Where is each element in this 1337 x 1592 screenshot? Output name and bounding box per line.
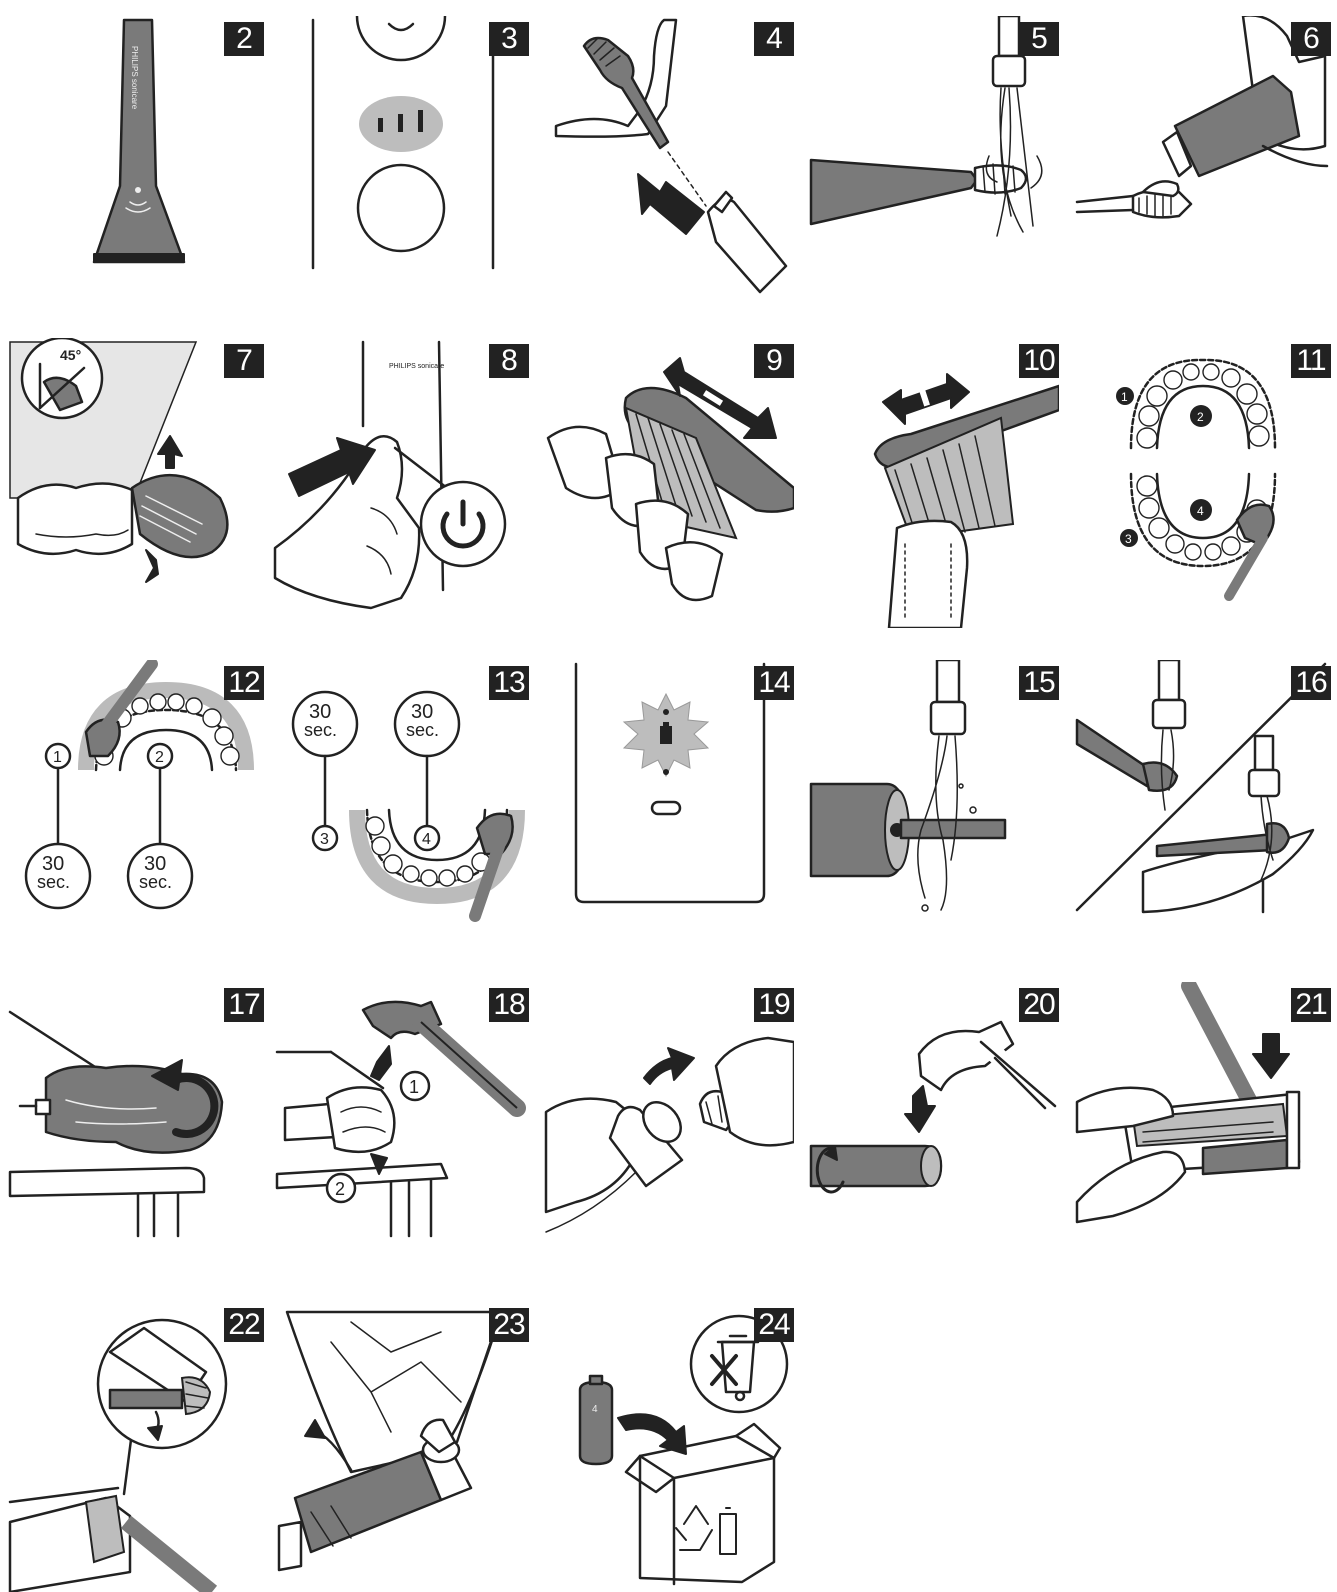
- timer-unit: sec.: [139, 872, 172, 892]
- zone-label: 3: [320, 831, 329, 848]
- brand-label: PHILIPS sonicare: [130, 46, 139, 110]
- step-panel-10: 10: [801, 338, 1059, 628]
- step-panel-12: 1 2 30 sec. 30 sec. 12: [6, 660, 264, 950]
- toothbrush-handle-icon: PHILIPS sonicare: [92, 18, 186, 264]
- zone-label: 1: [1121, 390, 1128, 404]
- step-panel-23: 23: [271, 1302, 529, 1592]
- recycle-battery-icon: 4: [578, 1314, 789, 1586]
- callout-label: 2: [335, 1179, 345, 1199]
- brush-head-attach-icon: [554, 18, 788, 294]
- step-panel-16: 16: [1073, 660, 1331, 950]
- step-panel-21: 21: [1073, 982, 1331, 1272]
- step-number-badge: 19: [754, 988, 794, 1022]
- step-panel-8: PHILIPS sonicare 8: [271, 338, 529, 628]
- detach-battery-icon: [277, 1310, 503, 1572]
- timer-value: 30: [144, 853, 166, 875]
- brushing-angle-icon: 45°: [9, 338, 229, 583]
- battery-mark: 4: [592, 1404, 598, 1415]
- step-number-badge: 17: [224, 988, 264, 1022]
- step-panel-6: 6: [1073, 16, 1331, 306]
- step-panel-5: 5: [801, 16, 1059, 306]
- step-number-badge: 3: [489, 22, 529, 56]
- battery-warning-icon: [574, 662, 766, 904]
- step-panel-17: 17: [6, 982, 264, 1272]
- hammer-handle-icon: 1 2: [275, 1000, 526, 1238]
- upper-jaw-timer-icon: 1 2 30 sec. 30 sec.: [24, 660, 254, 910]
- step-number-badge: 16: [1291, 666, 1331, 700]
- step-number-badge: 10: [1019, 344, 1059, 378]
- wrap-in-cloth-icon: [8, 1010, 224, 1238]
- step-number-badge: 20: [1019, 988, 1059, 1022]
- step-panel-7: 45° 7: [6, 338, 264, 628]
- brush-motion-icon: [873, 373, 1059, 628]
- zone-label: 2: [155, 749, 164, 766]
- step-panel-13: 30 sec. 30 sec. 3 4 13: [271, 660, 529, 950]
- step-number-badge: 14: [754, 666, 794, 700]
- step-number-badge: 8: [489, 344, 529, 378]
- step-panel-3: 3: [271, 16, 529, 306]
- zone-label: 1: [53, 749, 62, 766]
- step-number-badge: 6: [1291, 22, 1331, 56]
- zone-label: 3: [1125, 532, 1132, 546]
- step-number-badge: 12: [224, 666, 264, 700]
- toothpaste-icon: [1075, 16, 1329, 219]
- callout-label: 1: [409, 1077, 419, 1097]
- rinse-brush-head-icon: [1075, 660, 1327, 914]
- step-panel-19: 19: [536, 982, 794, 1272]
- timer-unit: sec.: [37, 872, 70, 892]
- step-panel-24: 4 24: [536, 1302, 794, 1592]
- hammer-tube-icon: [809, 1020, 1059, 1194]
- timer-value: 30: [309, 701, 331, 723]
- step-number-badge: 4: [754, 22, 794, 56]
- step-panel-4: 4: [536, 16, 794, 306]
- step-number-badge: 22: [224, 1308, 264, 1342]
- step-panel-14: 14: [536, 660, 794, 950]
- lower-jaw-timer-icon: 30 sec. 30 sec. 3 4: [291, 690, 525, 922]
- timer-value: 30: [411, 701, 433, 723]
- step-panel-20: 20: [801, 982, 1059, 1272]
- timer-unit: sec.: [406, 720, 439, 740]
- step-panel-11: 1 2 3 4 11: [1073, 338, 1331, 628]
- step-number-badge: 24: [754, 1308, 794, 1342]
- step-panel-2: PHILIPS sonicare 2: [6, 16, 264, 306]
- step-number-badge: 5: [1019, 22, 1059, 56]
- water-tap-rinse-icon: [809, 16, 1043, 237]
- step-number-badge: 18: [489, 988, 529, 1022]
- remove-battery-icon: [8, 1318, 228, 1592]
- step-panel-22: 22: [6, 1302, 264, 1592]
- step-panel-9: 9: [536, 338, 794, 628]
- power-on-icon: PHILIPS sonicare: [273, 340, 507, 610]
- step-panel-15: 15: [801, 660, 1059, 950]
- step-number-badge: 2: [224, 22, 264, 56]
- timer-value: 30: [42, 853, 64, 875]
- step-number-badge: 11: [1291, 344, 1331, 378]
- timer-unit: sec.: [304, 720, 337, 740]
- zone-label: 4: [1197, 504, 1204, 518]
- step-number-badge: 9: [754, 344, 794, 378]
- brand-small-label: PHILIPS sonicare: [389, 363, 444, 370]
- rinse-handle-icon: [809, 660, 1007, 912]
- step-number-badge: 21: [1291, 988, 1331, 1022]
- teeth-quadrants-icon: 1 2 3 4: [1116, 358, 1277, 601]
- angle-label: 45°: [60, 347, 81, 363]
- zone-label: 4: [422, 831, 431, 848]
- mode-button-icon: [311, 16, 495, 270]
- step-number-badge: 13: [489, 666, 529, 700]
- brush-motion-icon: [546, 357, 794, 602]
- step-number-badge: 23: [489, 1308, 529, 1342]
- step-number-badge: 15: [1019, 666, 1059, 700]
- step-number-badge: 7: [224, 344, 264, 378]
- step-panel-18: 1 2 18: [271, 982, 529, 1272]
- pry-open-icon: [1075, 982, 1301, 1224]
- zone-label: 2: [1197, 410, 1204, 424]
- remove-cap-icon: [544, 1036, 794, 1233]
